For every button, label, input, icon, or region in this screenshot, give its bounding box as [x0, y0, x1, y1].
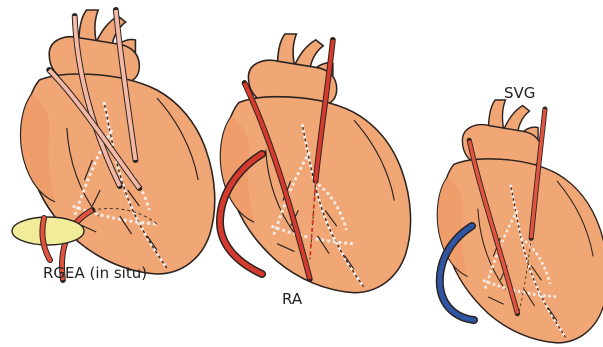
heart-panel-svg [437, 100, 603, 343]
label-svg: SVG [504, 84, 535, 102]
label-rgea: RGEA (in situ) [43, 264, 147, 282]
label-ra: RA [282, 290, 302, 308]
omentum-patch [12, 217, 84, 245]
